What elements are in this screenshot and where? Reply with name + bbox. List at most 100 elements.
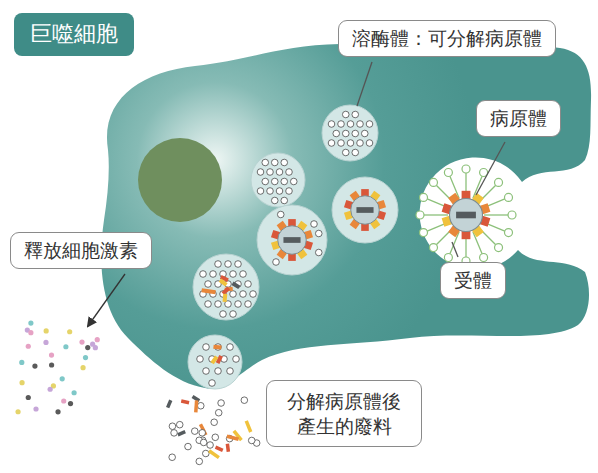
enzyme-dot xyxy=(286,169,293,176)
cytokine xyxy=(26,395,31,400)
enzyme-dot xyxy=(230,271,237,278)
callout-label: 病原體 xyxy=(489,106,548,131)
enzyme-dot xyxy=(366,121,373,128)
waste-dot xyxy=(169,454,176,461)
nucleus xyxy=(138,138,222,222)
receptor-end xyxy=(444,253,452,261)
enzyme-dot xyxy=(233,356,240,363)
enzyme-dot xyxy=(257,188,264,195)
cytokine xyxy=(93,345,98,350)
lysosome-membrane xyxy=(322,105,378,161)
cytokine xyxy=(43,340,48,345)
waste-dot xyxy=(169,423,176,430)
fragment xyxy=(223,294,228,302)
enzyme-dot xyxy=(235,261,242,268)
waste-dot xyxy=(200,439,207,446)
waste-dot xyxy=(197,402,204,409)
cytokine xyxy=(19,380,24,385)
cytokine xyxy=(44,328,49,333)
enzyme-dot xyxy=(227,368,234,375)
enzyme-dot xyxy=(333,130,340,137)
enzyme-dot xyxy=(245,301,252,308)
leader-arrow xyxy=(88,274,125,326)
enzyme-dot xyxy=(276,188,283,195)
lysosome xyxy=(322,105,378,161)
cytokine xyxy=(83,355,88,360)
enzyme-dot xyxy=(338,121,345,128)
enzyme-dot xyxy=(250,291,257,298)
enzyme-dot xyxy=(262,178,269,185)
lysosome xyxy=(257,205,327,275)
receptor-end xyxy=(420,193,428,201)
enzyme-dot xyxy=(276,169,283,176)
pathogen-body xyxy=(450,199,483,232)
lysosomes xyxy=(188,105,398,389)
receptor-end xyxy=(416,211,424,219)
cytokine xyxy=(79,339,84,344)
leader-line xyxy=(452,242,458,257)
callout-label: 釋放細胞激素 xyxy=(23,238,139,263)
waste-fragment xyxy=(226,444,230,452)
enzyme-dot xyxy=(240,291,247,298)
receptor-end xyxy=(495,178,503,186)
lysosome-membrane xyxy=(332,177,398,243)
cytokine xyxy=(68,401,73,406)
cytokine xyxy=(28,320,33,325)
leader-line xyxy=(357,62,372,106)
waste-dot xyxy=(215,409,222,416)
waste-dot xyxy=(241,397,248,404)
enzyme-dot xyxy=(245,281,252,288)
waste-fragment xyxy=(199,423,208,435)
enzyme-dot xyxy=(342,111,349,118)
lysosome xyxy=(193,254,259,320)
receptor-end xyxy=(429,178,437,186)
cytokine xyxy=(63,344,68,349)
enzyme-dot xyxy=(315,249,322,256)
pathogen xyxy=(442,191,491,239)
enzyme-dot xyxy=(235,301,242,308)
cytokine xyxy=(95,337,100,342)
callout-box: 釋放細胞激素 xyxy=(10,232,152,269)
waste-dot xyxy=(196,458,203,465)
enzyme-dot xyxy=(281,197,288,204)
title-box: 巨噬細胞 xyxy=(14,13,134,56)
cytokine xyxy=(67,329,72,334)
enzyme-dot xyxy=(271,159,278,166)
enzyme-dot xyxy=(205,301,212,308)
waste-fragment xyxy=(177,430,186,436)
callout-label: 溶酶體：可分解病原體 xyxy=(351,26,543,51)
receptor-end xyxy=(504,229,512,237)
lysosome-membrane xyxy=(251,153,305,207)
lysosome xyxy=(188,335,242,389)
fragment xyxy=(213,345,221,350)
enzyme-dot xyxy=(290,178,297,185)
enzyme-dot xyxy=(342,130,349,137)
pathogen-body xyxy=(278,226,307,255)
pathogen xyxy=(344,189,386,231)
cytokine xyxy=(85,345,90,350)
receptor-end xyxy=(420,229,428,237)
enzyme-dot xyxy=(203,368,210,375)
waste-fragment xyxy=(181,399,190,404)
cytokine xyxy=(32,363,37,368)
enzyme-dot xyxy=(271,178,278,185)
cytokine xyxy=(55,409,60,414)
receptor-end xyxy=(504,193,512,201)
receptor-end xyxy=(495,244,503,252)
waste-dot xyxy=(207,442,214,449)
cytokine xyxy=(60,376,65,381)
enzyme-dot xyxy=(205,281,212,288)
receptor-end xyxy=(429,244,437,252)
enzyme-dot xyxy=(357,121,364,128)
waste-fragment xyxy=(226,435,238,441)
waste-fragment xyxy=(245,420,253,432)
phagocytosis-pocket xyxy=(416,165,516,265)
lysosome-membrane xyxy=(257,205,327,275)
enzyme-dot xyxy=(311,221,318,228)
enzyme-dot xyxy=(230,311,237,318)
enzyme-dot xyxy=(200,271,207,278)
lysosome xyxy=(251,153,305,207)
enzyme-dot xyxy=(197,356,204,363)
enzyme-dot xyxy=(366,140,373,147)
